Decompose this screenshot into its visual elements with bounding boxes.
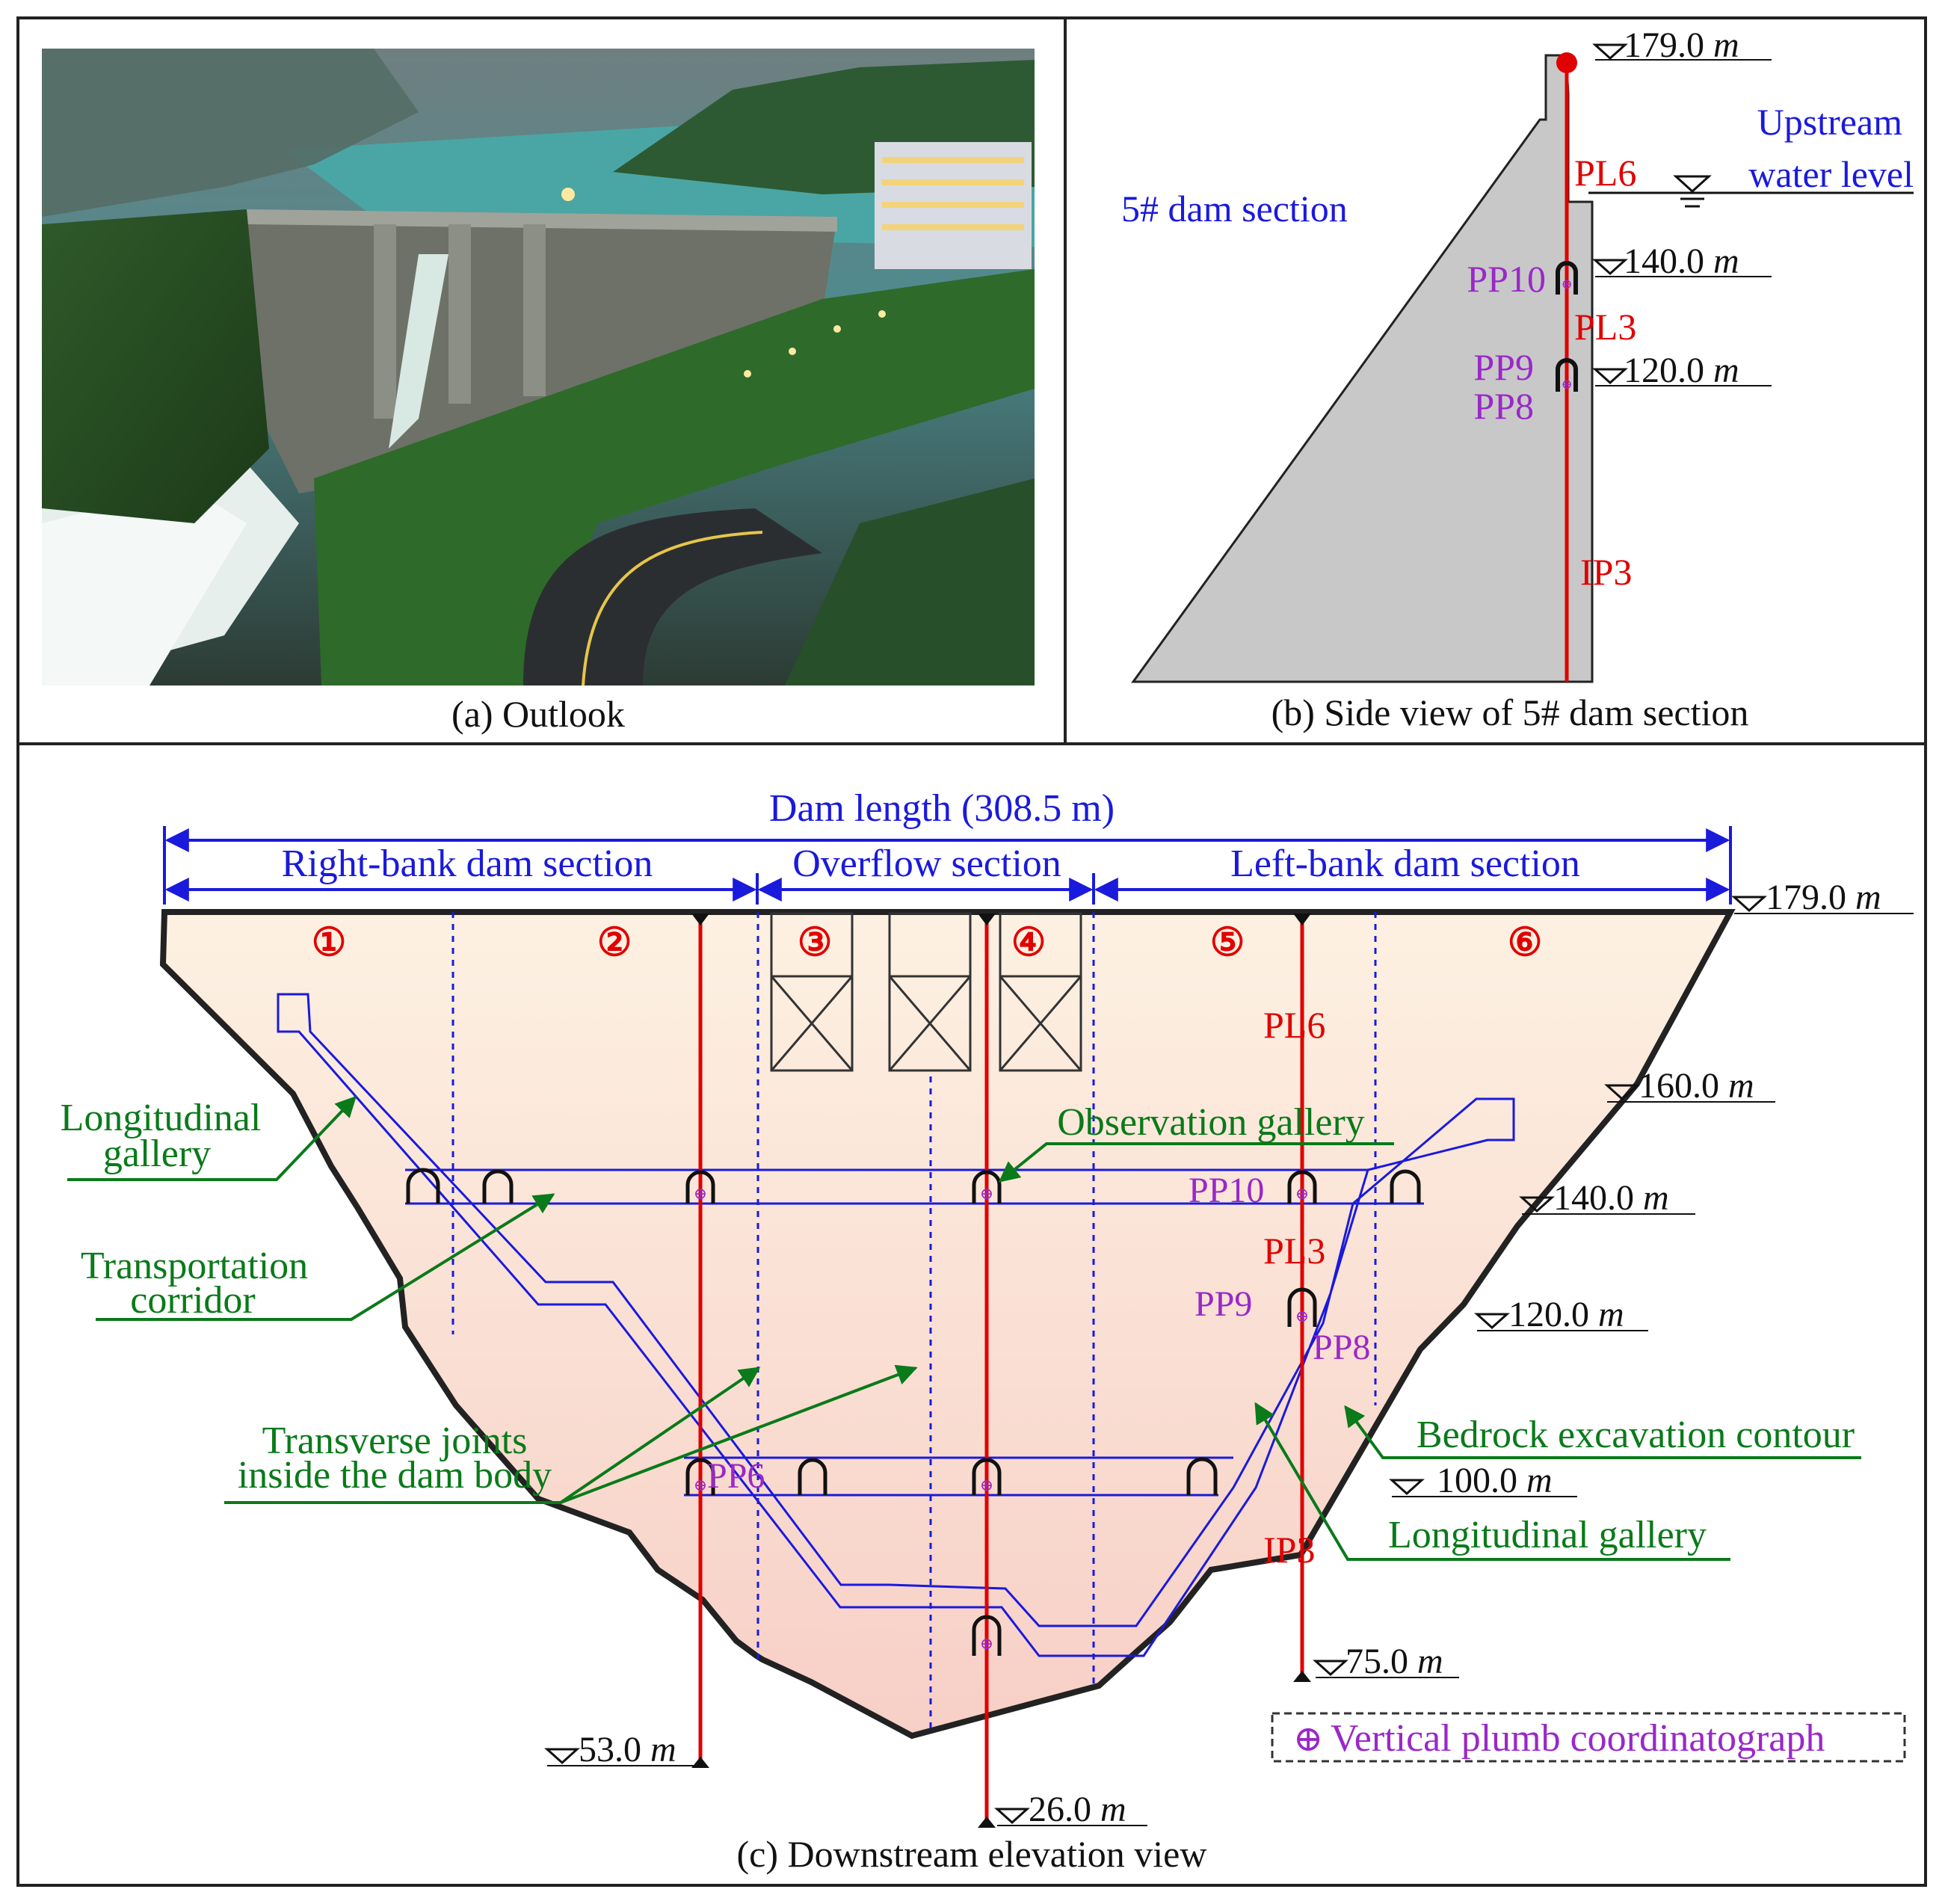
caption-b: (b) Side view of 5# dam section [1271,691,1749,733]
dimension-lines [163,826,1732,905]
longitudinal-gallery-right-label: Longitudinal gallery [1388,1514,1707,1556]
svg-text:⊕: ⊕ [694,1476,707,1494]
svg-text:120.0 m: 120.0 m [1508,1295,1624,1334]
caption-a: (a) Outlook [451,693,625,735]
transportation-label-1: Transportation [81,1245,308,1287]
panel-b: ⊕ ⊕ 5# dam section Upstream water level … [1121,25,1914,733]
callout-lines [67,1095,1861,1561]
transverse-joints [451,912,1377,1733]
caption-c: (c) Downstream elevation view [737,1833,1207,1875]
svg-text:120.0 m: 120.0 m [1624,351,1739,390]
svg-text:⊕: ⊕ [980,1476,993,1494]
dam-elevation-outline [159,909,1736,1740]
dam-length-label: Dam length (308.5 m) [769,787,1115,830]
svg-text:⊕: ⊕ [980,1184,993,1203]
svg-text:75.0 m: 75.0 m [1345,1642,1443,1681]
svg-text:⊕: ⊕ [1561,377,1572,392]
elev-marker-26-c: 26.0 m [994,1790,1147,1829]
label-pp8-b: PP8 [1473,385,1534,427]
label-pp10-b: PP10 [1467,258,1546,300]
elevation-markers-c: 179.0 m 160.0 m 140.0 m 120.0 m 100.0 m [544,878,1914,1829]
gallery-arches [406,1168,1421,1656]
label-pl6-c: PL6 [1263,1004,1325,1046]
svg-text:26.0 m: 26.0 m [1029,1790,1126,1829]
legend-symbol: ⊕ [1293,1719,1323,1759]
label-pl3-b: PL3 [1574,306,1636,348]
svg-text:⊕: ⊕ [980,1634,993,1653]
water-level-symbol [1673,175,1712,208]
upstream-label-1: Upstream [1757,101,1902,143]
galleries [277,993,1515,1657]
section-label-b: 5# dam section [1121,188,1348,229]
transverse-joints-label-1: Transverse joints [262,1420,528,1462]
transportation-label-2: corridor [130,1279,255,1322]
section-5: ⑤ [1210,922,1245,964]
elev-marker-100-c: 100.0 m [1389,1461,1577,1500]
label-pp8-c: PP8 [1313,1328,1370,1367]
legend: ⊕ Vertical plumb coordinatograph [1271,1712,1906,1763]
svg-text:⊕: ⊕ [694,1184,707,1203]
label-ip3-b: IP3 [1580,551,1632,593]
label-ip3-c: IP3 [1263,1529,1315,1571]
elev-marker-53-c: 53.0 m [544,1730,695,1769]
svg-text:53.0 m: 53.0 m [579,1730,676,1769]
overflow-label: Overflow section [792,842,1061,885]
bedrock-contour-label: Bedrock excavation contour [1417,1414,1855,1456]
right-bank-label: Right-bank dam section [282,842,653,885]
elev-marker-179-c: 179.0 m [1731,878,1914,917]
elev-marker-140-c: 140.0 m [1519,1178,1695,1218]
panel-a: (a) Outlook [42,49,1035,735]
svg-text:160.0 m: 160.0 m [1639,1066,1754,1106]
elev-marker-179-b: 179.0 m [1592,25,1772,65]
svg-text:179.0 m: 179.0 m [1766,878,1881,917]
section-2: ② [597,922,632,964]
elev-marker-120-b: 120.0 m [1592,351,1772,390]
label-pp10-c: PP10 [1189,1171,1264,1210]
observation-gallery-label: Observation gallery [1057,1101,1365,1144]
dam-photo [42,49,1035,686]
legend-label: Vertical plumb coordinatograph [1331,1717,1825,1760]
label-pl3-c: PL3 [1263,1230,1325,1272]
gallery-pp9 [1556,358,1578,392]
section-3: ③ [798,922,833,964]
svg-text:⊕: ⊕ [1561,277,1572,292]
svg-text:⊕: ⊕ [1295,1184,1309,1203]
longitudinal-gallery-label-1: Longitudinal [61,1097,262,1139]
section-4: ④ [1011,922,1046,964]
callout-labels: Longitudinal gallery Transportation corr… [61,1097,1855,1556]
elev-marker-120-c: 120.0 m [1474,1295,1648,1334]
elev-marker-160-c: 160.0 m [1604,1066,1775,1106]
section-6: ⑥ [1508,922,1543,964]
upstream-label-2: water level [1748,153,1914,195]
overflow-gates [770,912,1082,1072]
label-pl6-b: PL6 [1574,152,1636,194]
elev-marker-140-b: 140.0 m [1592,241,1772,281]
gallery-pp10 [1556,261,1578,295]
label-pp6-c: PP6 [707,1456,765,1496]
svg-text:⊕: ⊕ [1295,1307,1309,1325]
elev-marker-75-c: 75.0 m [1313,1642,1459,1681]
section-1: ① [312,922,347,964]
svg-text:140.0 m: 140.0 m [1624,241,1739,281]
panel-frames [16,16,1927,1887]
longitudinal-gallery-label-2: gallery [103,1133,211,1175]
svg-text:100.0 m: 100.0 m [1437,1461,1553,1500]
transverse-joints-label-2: inside the dam body [238,1454,552,1497]
panel-c: Dam length (308.5 m) Right-bank dam sect… [61,787,1914,1875]
left-bank-label: Left-bank dam section [1230,842,1580,885]
plumb-anchors [691,914,1311,1828]
label-pp9-b: PP9 [1473,346,1534,388]
coordinatograph-symbols: ⊕ ⊕ ⊕ ⊕ ⊕ ⊕ ⊕ [694,1184,1309,1653]
plumb-lines [698,918,1304,1824]
svg-text:140.0 m: 140.0 m [1553,1178,1669,1218]
label-pp9-c: PP9 [1195,1284,1252,1324]
svg-text:179.0 m: 179.0 m [1624,25,1739,65]
plumb-top-marker [1556,52,1577,73]
section-numbers: ① ② ③ ④ ⑤ ⑥ [312,922,1543,964]
